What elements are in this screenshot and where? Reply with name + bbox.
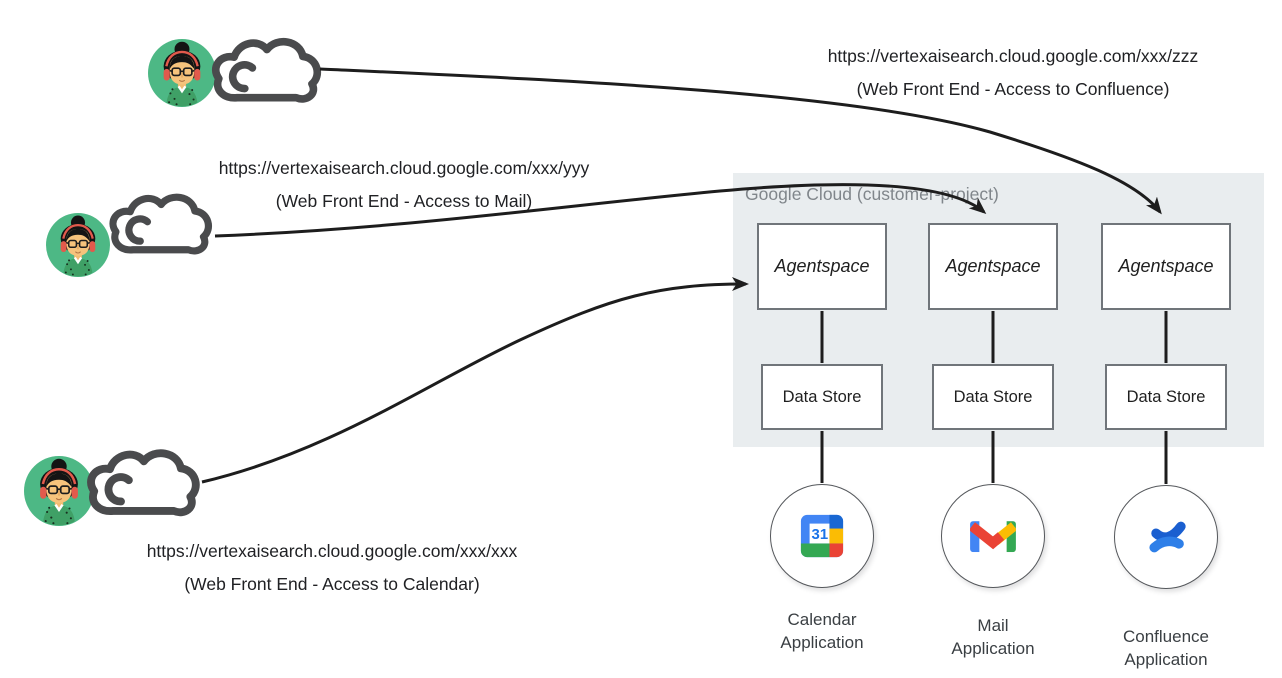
url-text: https://vertexaisearch.cloud.google.com/… [146, 541, 518, 561]
url-label-mail: https://vertexaisearch.cloud.google.com/… [174, 152, 634, 218]
google-calendar-icon [791, 505, 853, 567]
agentspace-label: Agentspace [774, 256, 870, 276]
url-caption: (Web Front End - Access to Mail) [275, 191, 533, 211]
cloud-icon [205, 32, 335, 116]
app-label-line: Mail [977, 616, 1009, 635]
mail-app-label: Mail Application [913, 614, 1073, 660]
user-confluence [148, 37, 338, 117]
confluence-app-circle [1114, 485, 1218, 589]
agentspace-label: Agentspace [945, 256, 1041, 276]
url-label-confluence: https://vertexaisearch.cloud.google.com/… [783, 40, 1243, 106]
url-text: https://vertexaisearch.cloud.google.com/… [827, 46, 1199, 66]
app-label-line: Application [780, 633, 864, 652]
calendar-app-circle [770, 484, 874, 588]
agentspace-box-calendar: Agentspace [757, 223, 887, 310]
user-avatar-icon [46, 213, 110, 277]
data-store-box-calendar: Data Store [761, 364, 883, 430]
data-store-box-mail: Data Store [932, 364, 1054, 430]
app-label-line: Confluence [1122, 627, 1209, 646]
url-text: https://vertexaisearch.cloud.google.com/… [218, 158, 590, 178]
app-label-line: Calendar [787, 610, 857, 629]
google-cloud-label: Google Cloud (customer-project) [745, 184, 999, 204]
calendar-app-label: Calendar Application [742, 608, 902, 654]
arrow-calendar-request [201, 277, 749, 484]
user-calendar [24, 443, 214, 535]
data-store-label: Data Store [1126, 387, 1206, 406]
agentspace-label: Agentspace [1118, 256, 1214, 276]
data-store-label: Data Store [782, 387, 862, 406]
url-caption: (Web Front End - Access to Confluence) [856, 79, 1170, 99]
app-label-line: Application [1124, 650, 1208, 669]
url-caption: (Web Front End - Access to Calendar) [184, 574, 480, 594]
data-store-box-confluence: Data Store [1105, 364, 1227, 430]
agentspace-box-mail: Agentspace [928, 223, 1058, 310]
cloud-icon [80, 443, 214, 530]
url-label-calendar: https://vertexaisearch.cloud.google.com/… [102, 535, 562, 601]
confluence-app-label: Confluence Application [1086, 625, 1246, 671]
data-store-label: Data Store [953, 387, 1033, 406]
app-label-line: Application [951, 639, 1035, 658]
agentspace-box-confluence: Agentspace [1101, 223, 1231, 310]
mail-app-circle [941, 484, 1045, 588]
confluence-icon [1135, 506, 1197, 568]
gmail-icon [962, 505, 1024, 567]
